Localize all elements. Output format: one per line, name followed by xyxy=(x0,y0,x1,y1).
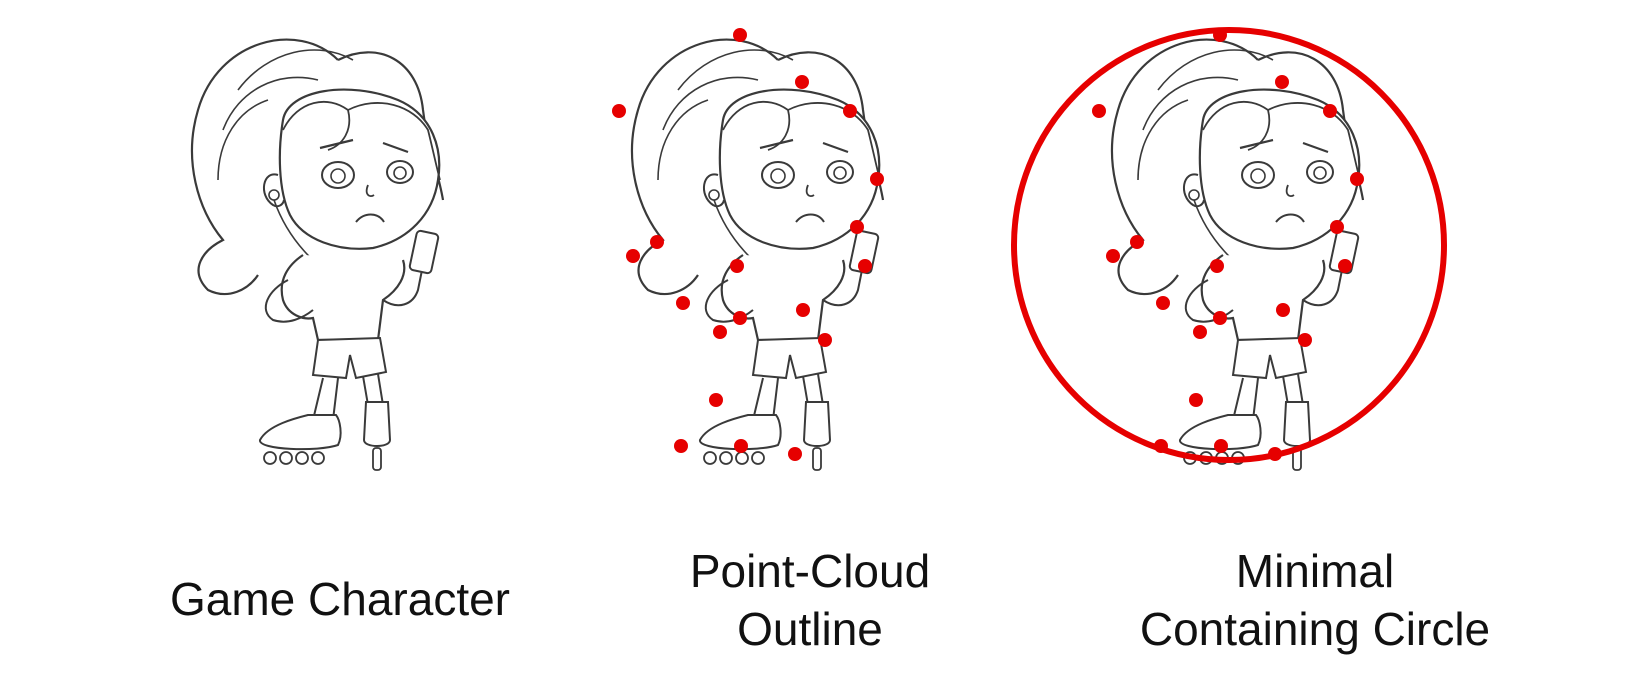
outline-point xyxy=(1193,325,1207,339)
outline-point xyxy=(730,259,744,273)
caption-minimal-containing-circle: Minimal Containing Circle xyxy=(1090,542,1540,658)
outline-point xyxy=(734,439,748,453)
outline-point xyxy=(1210,259,1224,273)
outline-point xyxy=(1092,104,1106,118)
caption-line: Game Character xyxy=(169,573,510,625)
outline-point xyxy=(713,325,727,339)
panel-point-cloud-outline xyxy=(612,28,885,472)
outline-point xyxy=(1275,75,1289,89)
outline-point xyxy=(1106,249,1120,263)
panel-minimal-containing-circle xyxy=(1011,27,1447,472)
outline-point xyxy=(796,303,810,317)
outline-point xyxy=(1213,28,1227,42)
minimal-containing-circle xyxy=(1011,27,1447,463)
outline-point xyxy=(1350,172,1364,186)
outline-point xyxy=(843,104,857,118)
outline-point xyxy=(1189,393,1203,407)
outline-point xyxy=(1130,235,1144,249)
outline-point xyxy=(1276,303,1290,317)
outline-point xyxy=(1338,259,1352,273)
caption-line: Outline xyxy=(737,603,883,655)
character-sketch xyxy=(630,38,885,472)
character-sketch xyxy=(1110,38,1365,472)
outline-point xyxy=(612,104,626,118)
outline-point xyxy=(795,75,809,89)
point-cloud xyxy=(1092,28,1364,461)
outline-point xyxy=(858,259,872,273)
outline-point xyxy=(733,28,747,42)
caption-line: Containing Circle xyxy=(1139,603,1491,655)
outline-point xyxy=(626,249,640,263)
outline-point xyxy=(1154,439,1168,453)
outline-point xyxy=(1156,296,1170,310)
outline-point xyxy=(1298,333,1312,347)
caption-game-character: Game Character xyxy=(130,570,550,628)
outline-point xyxy=(1323,104,1337,118)
outline-point xyxy=(1213,311,1227,325)
caption-point-cloud-outline: Point-Cloud Outline xyxy=(600,542,1020,658)
caption-line: Minimal xyxy=(1235,545,1395,597)
caption-line: Point-Cloud xyxy=(689,545,931,597)
outline-point xyxy=(870,172,884,186)
outline-point xyxy=(850,220,864,234)
character-sketch xyxy=(190,38,445,472)
outline-point xyxy=(788,447,802,461)
outline-point xyxy=(676,296,690,310)
outline-point xyxy=(818,333,832,347)
panel-game-character xyxy=(190,38,445,472)
outline-point xyxy=(674,439,688,453)
outline-point xyxy=(650,235,664,249)
outline-point xyxy=(1330,220,1344,234)
point-cloud xyxy=(612,28,884,461)
outline-point xyxy=(733,311,747,325)
outline-point xyxy=(1268,447,1282,461)
outline-point xyxy=(1214,439,1228,453)
outline-point xyxy=(709,393,723,407)
